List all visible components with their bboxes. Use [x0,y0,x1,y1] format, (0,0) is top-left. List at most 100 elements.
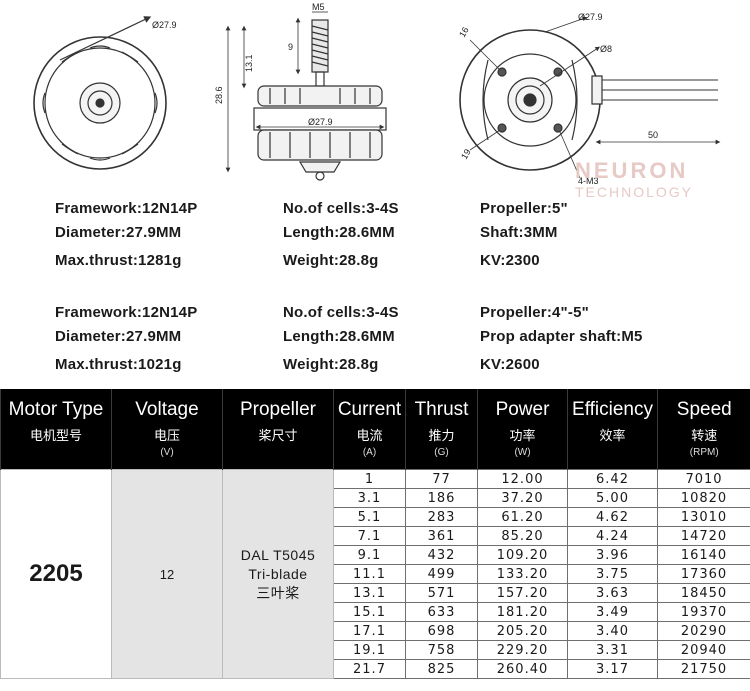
efficiency-cell: 4.62 [567,507,658,527]
speed-cell: 18450 [657,583,750,603]
thrust-cell: 633 [405,602,478,622]
speed-cell: 10820 [657,488,750,508]
spec-framework-2: Framework:12N14P [55,304,198,321]
table-row: 11.1 499 133.20 3.75 17360 [1,564,750,584]
efficiency-cell: 3.31 [567,640,658,660]
brand-watermark: NEURON TECHNOLOGY [575,158,693,200]
power-cell: 260.40 [477,659,568,679]
propeller-line-model: DAL T5045 [240,546,316,563]
speed-cell: 7010 [657,469,750,489]
speed-cell: 13010 [657,507,750,527]
thrust-cell: 825 [405,659,478,679]
efficiency-cell: 3.96 [567,545,658,565]
table-row: 13.1 571 157.20 3.63 18450 [1,583,750,603]
motor-technical-drawings: Ø27.9 M5 9 13.1 28.6 Ø27.9 [33,2,721,186]
power-cell: 37.20 [477,488,568,508]
bottom-dim-19-label: 19 [459,147,473,161]
spec-kv-1: KV:2300 [480,252,540,269]
power-cell: 181.20 [477,602,568,622]
thrust-cell: 432 [405,545,478,565]
current-cell: 9.1 [333,545,406,565]
efficiency-cell: 3.17 [567,659,658,679]
table-row: 21.7 825 260.40 3.17 21750 [1,659,750,679]
side-upper-height-label: 13.1 [244,54,254,72]
side-total-height-label: 28.6 [214,86,224,104]
spec-cells-2: No.of cells:3-4S [283,304,399,321]
speed-cell: 16140 [657,545,750,565]
front-view-drawing [33,16,167,170]
spec-diameter-1: Diameter:27.9MM [55,224,182,241]
lead-length-label: 50 [648,130,658,140]
current-cell: 17.1 [333,621,406,641]
efficiency-cell: 5.00 [567,488,658,508]
spec-shaft-2: Prop adapter shaft:M5 [480,328,643,345]
current-cell: 3.1 [333,488,406,508]
current-cell: 19.1 [333,640,406,660]
efficiency-cell: 4.24 [567,526,658,546]
table-row: 7.1 361 85.20 4.24 14720 [1,526,750,546]
spec-max-thrust-1: Max.thrust:1281g [55,252,182,269]
spec-diameter-2: Diameter:27.9MM [55,328,182,345]
efficiency-cell: 3.63 [567,583,658,603]
efficiency-cell: 6.42 [567,469,658,489]
thrust-cell: 361 [405,526,478,546]
power-cell: 85.20 [477,526,568,546]
current-cell: 5.1 [333,507,406,527]
bottom-screws-label: 4-M3 [578,176,599,186]
spec-propeller-1: Propeller:5" [480,200,568,217]
efficiency-cell: 3.75 [567,564,658,584]
thrust-cell: 283 [405,507,478,527]
side-base-diameter-label: Ø27.9 [308,117,333,127]
speed-cell: 21750 [657,659,750,679]
table-row: 19.1 758 229.20 3.31 20940 [1,640,750,660]
spec-length-1: Length:28.6MM [283,224,395,241]
thrust-cell: 186 [405,488,478,508]
speed-cell: 20940 [657,640,750,660]
side-thread-label: M5 [312,2,325,12]
bottom-outer-diameter-label: Ø27.9 [578,12,603,22]
motor-type-cell: 2205 [0,469,112,679]
thrust-cell: 77 [405,469,478,489]
power-cell: 157.20 [477,583,568,603]
current-cell: 11.1 [333,564,406,584]
power-cell: 12.00 [477,469,568,489]
spec-shaft-1: Shaft:3MM [480,224,558,241]
table-row: 2205 12 DAL T5045 Tri-blade 三叶桨 1 77 12.… [0,469,750,679]
thrust-cell: 758 [405,640,478,660]
power-cell: 61.20 [477,507,568,527]
efficiency-cell: 3.40 [567,621,658,641]
thrust-cell: 571 [405,583,478,603]
speed-cell: 19370 [657,602,750,622]
spec-max-thrust-2: Max.thrust:1021g [55,356,182,373]
propeller-line-cn: 三叶桨 [256,584,300,601]
current-cell: 21.7 [333,659,406,679]
speed-cell: 17360 [657,564,750,584]
spec-weight-2: Weight:28.8g [283,356,379,373]
current-cell: 1 [333,469,406,489]
speed-cell: 20290 [657,621,750,641]
power-cell: 133.20 [477,564,568,584]
side-shaft-length-label: 9 [288,42,293,52]
watermark-sub-text: TECHNOLOGY [575,184,694,200]
spec-length-2: Length:28.6MM [283,328,395,345]
power-cell: 205.20 [477,621,568,641]
table-row: 9.1 432 109.20 3.96 16140 [1,545,750,565]
watermark-main-text: NEURON [575,158,689,183]
propeller-line-blade: Tri-blade [248,565,308,582]
spec-propeller-2: Propeller:4"-5" [480,304,589,321]
spec-weight-1: Weight:28.8g [283,252,379,269]
spec-kv-2: KV:2600 [480,356,540,373]
bottom-dim-16-label: 16 [457,25,471,39]
voltage-cell: 12 [111,469,223,679]
